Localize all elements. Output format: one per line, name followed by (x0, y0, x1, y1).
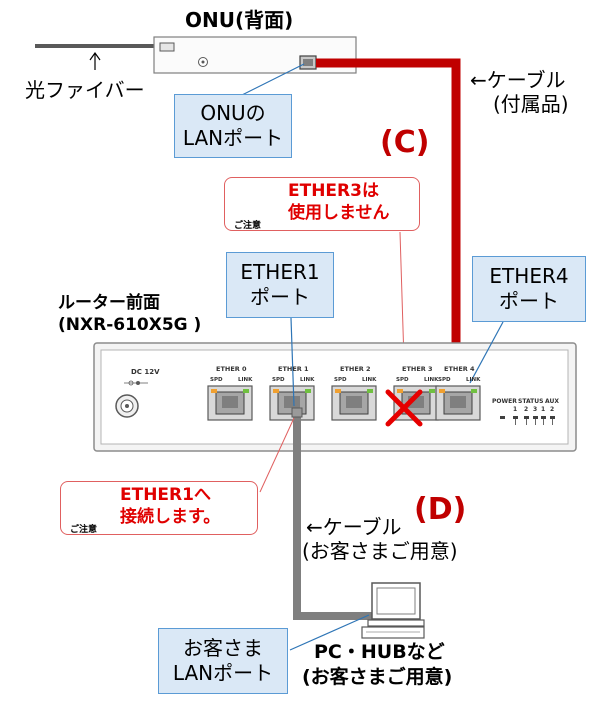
callout-line: ETHER4 (489, 264, 569, 288)
status-led-number: 1 (513, 406, 518, 413)
port-link-label: LINK (466, 377, 481, 383)
caution-label: ご注意 (70, 525, 98, 535)
status-led-number: 1 (541, 406, 546, 413)
status-led (513, 416, 518, 419)
status-led-number: 2 (524, 406, 529, 413)
callout-line: LANポート (172, 661, 274, 685)
ether3-warning-box (224, 177, 420, 231)
port-link-label: LINK (362, 377, 377, 383)
callout-line: ポート (499, 289, 559, 313)
cable-d-marker: (D) (414, 492, 467, 527)
port-spd-label: SPD (438, 377, 451, 383)
power-led (500, 416, 505, 419)
fiber-label: 光ファイバー (25, 78, 145, 102)
status-led (541, 416, 546, 419)
ether4-port-callout: ETHER4 ポート (472, 256, 586, 322)
port-led (243, 389, 249, 393)
status-led (550, 416, 555, 419)
onu-device (153, 36, 357, 74)
cable-d-label-line2: (お客さまご用意) (302, 539, 458, 563)
ether3-warning-line1: ETHER3は (288, 181, 379, 201)
ether3-warning-line2: 使用しません (288, 203, 390, 223)
port-led (397, 389, 403, 393)
callout-line: LANポート (182, 126, 284, 150)
port-led (335, 389, 341, 393)
status-led-number: 3 (533, 406, 538, 413)
status-leds (500, 416, 555, 425)
cable-c-line (316, 58, 461, 383)
router-port-ether3 (393, 385, 439, 421)
callout-line: お客さま (183, 636, 263, 660)
ether3-prohibited-x-icon (385, 389, 423, 427)
router-port-ether0 (207, 385, 253, 421)
port-spd-label: SPD (334, 377, 347, 383)
customer-lan-port-callout: お客さま LANポート (158, 628, 288, 694)
port-led (305, 389, 311, 393)
pc-label-line1: PC・HUBなど (314, 641, 445, 663)
status-label-aux: AUX (545, 398, 559, 405)
status-led (533, 416, 538, 419)
cable-c-label-line2: (付属品) (493, 92, 569, 116)
port-name-label: ETHER 4 (444, 365, 475, 373)
status-led (524, 416, 529, 419)
up-arrow-icon (89, 51, 101, 61)
port-name-label: ETHER 2 (340, 365, 371, 373)
router-title-line2: (NXR-610X5G ) (58, 315, 202, 335)
dc-label: DC 12V (131, 368, 160, 376)
caution-label: ご注意 (234, 221, 262, 231)
ether1-warning-line1: ETHER1へ (120, 485, 211, 505)
port-led (211, 389, 217, 393)
router-title-line1: ルーター前面 (58, 293, 160, 313)
cable-d-label-line1: ←ケーブル (306, 515, 402, 539)
onu-lan-port-callout: ONUの LANポート (174, 94, 292, 158)
port-name-label: ETHER 0 (216, 365, 247, 373)
status-led-number: 2 (550, 406, 555, 413)
port-led (439, 389, 445, 393)
pc-label-line2: (お客さまご用意) (302, 666, 453, 688)
router-port-ether2 (331, 385, 377, 421)
port-led (429, 389, 435, 393)
port-name-label: ETHER 1 (278, 365, 309, 373)
router-port-ether4 (435, 385, 481, 421)
port-spd-label: SPD (396, 377, 409, 383)
callout-line: ポート (250, 285, 310, 309)
port-led (273, 389, 279, 393)
port-link-label: LINK (424, 377, 439, 383)
cable-d-line (293, 414, 372, 620)
port-link-label: LINK (238, 377, 253, 383)
callout-line: ONUの (200, 101, 266, 125)
port-spd-label: SPD (210, 377, 223, 383)
port-name-label: ETHER 3 (402, 365, 433, 373)
callout-line: ETHER1 (240, 260, 320, 284)
port-led (367, 389, 373, 393)
ether1-warning-line2: 接続します。 (120, 507, 221, 527)
onu-title: ONU(背面) (185, 8, 294, 32)
status-label-power: POWER (492, 398, 517, 405)
cable-c-label-line1: ←ケーブル (470, 68, 566, 92)
port-link-label: LINK (300, 377, 315, 383)
ether1-port-callout: ETHER1 ポート (226, 252, 334, 318)
router-front-panel (93, 342, 577, 452)
port-spd-label: SPD (272, 377, 285, 383)
cable-c-marker: (C) (380, 125, 430, 160)
ether1-warning-box (60, 481, 258, 535)
port-led (471, 389, 477, 393)
status-label-status: STATUS (518, 398, 544, 405)
pc-icon (361, 582, 425, 639)
